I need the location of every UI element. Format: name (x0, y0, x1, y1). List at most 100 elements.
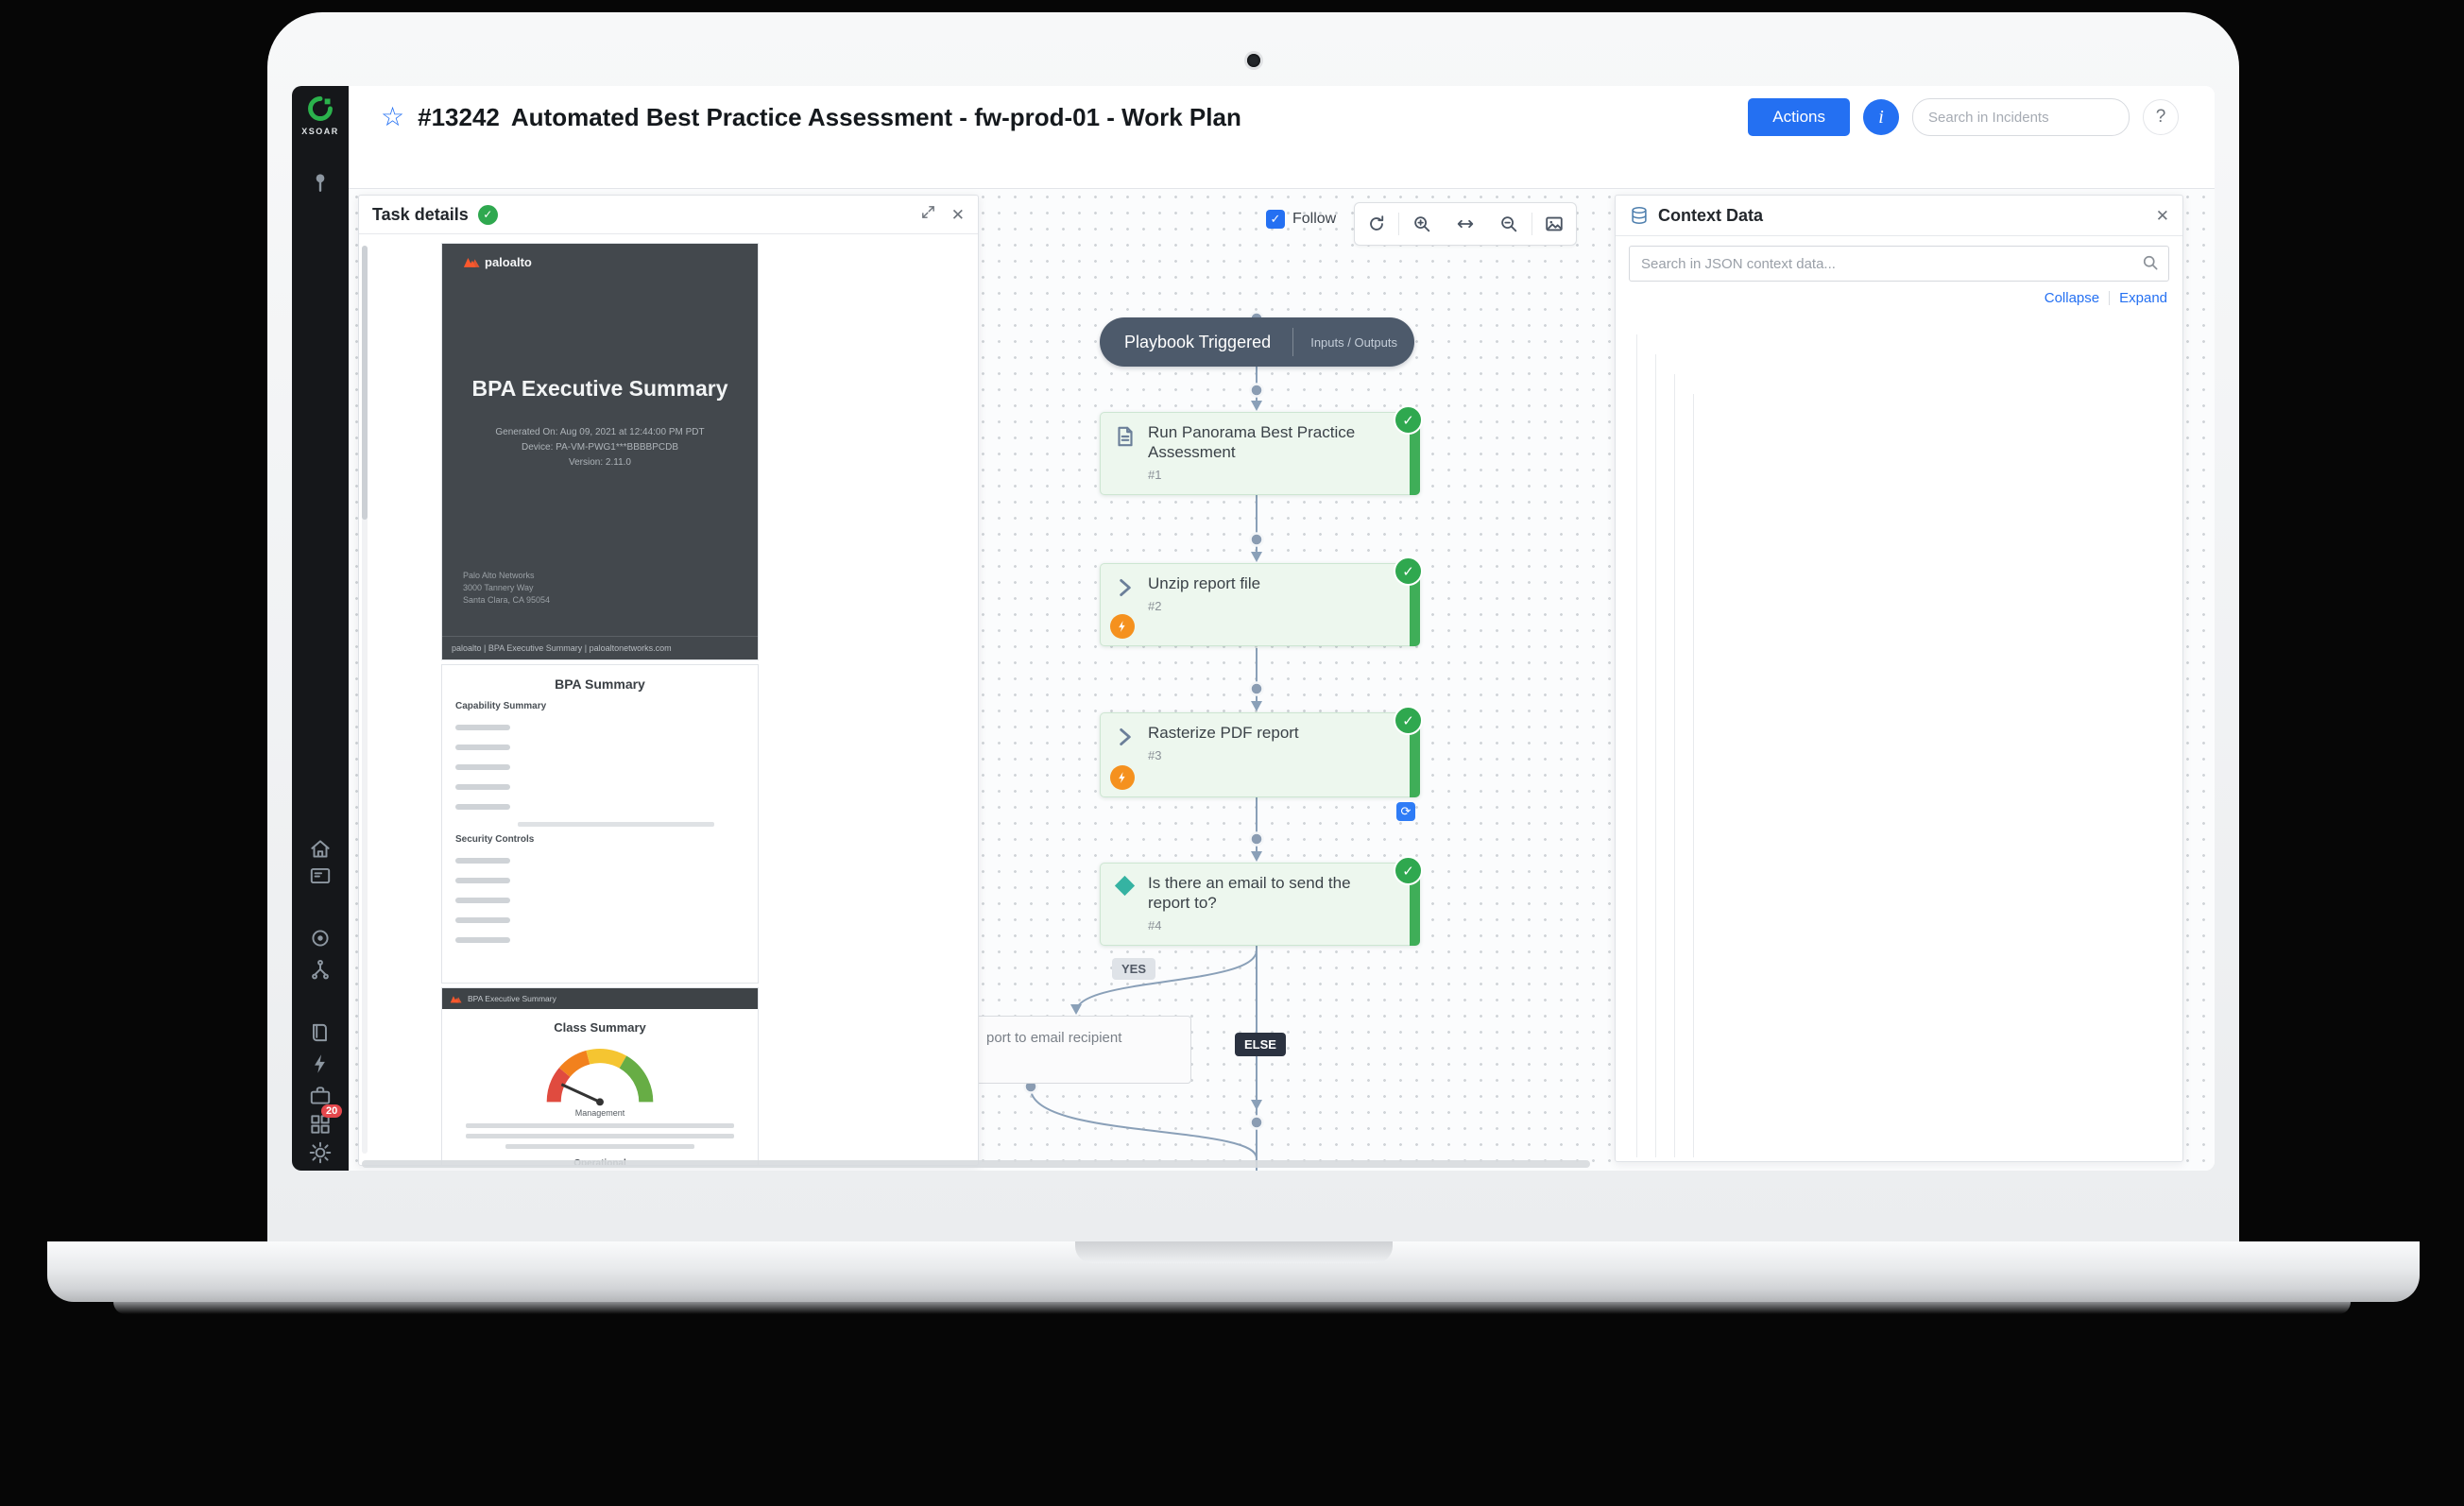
search-icon[interactable] (2141, 253, 2160, 272)
context-tree-row[interactable] (1621, 672, 2173, 692)
dashboard-icon[interactable] (308, 864, 333, 888)
bar-label-placeholder (455, 916, 510, 923)
marketplace-icon[interactable] (308, 1112, 333, 1137)
context-tree-row[interactable] (1621, 1069, 2173, 1088)
context-tree-row[interactable] (1621, 791, 2173, 811)
context-tree-row[interactable] (1621, 1128, 2173, 1148)
context-tree-row[interactable] (1621, 394, 2173, 414)
context-search-input[interactable] (1629, 246, 2169, 282)
trigger-inputs-outputs[interactable]: Inputs / Outputs (1292, 327, 1414, 357)
context-tree-row[interactable] (1621, 315, 2173, 334)
settings-gear-icon[interactable] (308, 1140, 333, 1165)
context-tree-row[interactable] (1621, 434, 2173, 454)
toolbar-divider (1531, 213, 1532, 235)
report-meta: Generated On: Aug 09, 2021 at 12:44:00 P… (495, 427, 705, 468)
task-status-strip (1410, 863, 1420, 946)
task-title: Rasterize PDF report (1148, 724, 1299, 742)
jobs-icon[interactable] (308, 1084, 333, 1108)
horizontal-scrollbar[interactable] (362, 1160, 1590, 1168)
playbook-trigger-node[interactable]: Playbook Triggered Inputs / Outputs (1100, 317, 1414, 367)
context-tree-row[interactable] (1621, 731, 2173, 751)
context-tree-row[interactable] (1621, 930, 2173, 950)
context-tree-row[interactable] (1621, 850, 2173, 870)
context-tree-row[interactable] (1621, 771, 2173, 791)
collapse-link[interactable]: Collapse (2044, 290, 2100, 306)
close-icon[interactable]: ✕ (2155, 206, 2169, 225)
context-tree-row[interactable] (1621, 1088, 2173, 1108)
context-tree-row[interactable] (1621, 830, 2173, 850)
context-tree-row[interactable] (1621, 513, 2173, 533)
close-icon[interactable]: ✕ (950, 205, 965, 224)
rerun-chip-icon[interactable]: ⟳ (1396, 802, 1415, 821)
context-tree-row[interactable] (1621, 969, 2173, 989)
context-tree-row[interactable] (1621, 1029, 2173, 1049)
follow-toggle[interactable]: ✓ Follow (1266, 210, 1336, 229)
task-details-title: Task details (372, 204, 469, 224)
context-tree-row[interactable] (1621, 652, 2173, 672)
zoom-out-icon[interactable] (1487, 203, 1531, 245)
playbooks-icon[interactable] (308, 958, 333, 983)
class-summary-title: Class Summary (554, 1020, 646, 1035)
pin-icon[interactable] (308, 169, 333, 194)
context-tree-row[interactable] (1621, 1009, 2173, 1029)
task-node-1[interactable]: ✓ Run Panorama Best Practice Assessment … (1100, 405, 1423, 495)
favorite-star-icon[interactable]: ☆ (381, 102, 405, 131)
context-tree-row[interactable] (1621, 751, 2173, 771)
gauge-chart (546, 1049, 654, 1106)
bar-row (455, 850, 744, 870)
indent-guide (1693, 394, 1694, 1157)
zoom-in-icon[interactable] (1399, 203, 1443, 245)
bar-row (455, 717, 744, 737)
fit-width-icon[interactable] (1444, 203, 1487, 245)
context-tree-row[interactable] (1621, 1108, 2173, 1128)
task-node-2[interactable]: ✓ Unzip report file #2 (1100, 556, 1423, 646)
context-tree-row[interactable] (1621, 870, 2173, 890)
incidents-icon[interactable] (308, 926, 333, 950)
indent-guide (1674, 374, 1675, 1157)
context-tree-row[interactable] (1621, 1049, 2173, 1069)
incident-search-input[interactable] (1912, 98, 2130, 136)
report-footer: paloalto | BPA Executive Summary | paloa… (442, 636, 758, 659)
docs-icon[interactable] (308, 1020, 333, 1045)
context-tree-row[interactable] (1621, 692, 2173, 711)
automation-icon[interactable] (308, 1052, 333, 1076)
automated-task-bolt-icon (1110, 765, 1135, 790)
context-tree-row[interactable] (1621, 711, 2173, 731)
help-button[interactable]: ? (2143, 99, 2179, 135)
context-tree-row[interactable] (1621, 473, 2173, 493)
context-tree-row[interactable] (1621, 632, 2173, 652)
context-tree-row[interactable] (1621, 454, 2173, 473)
laptop-base (47, 1241, 2420, 1302)
snapshot-image-icon[interactable] (1532, 203, 1576, 245)
vertical-scrollbar[interactable] (362, 246, 368, 1154)
expand-link[interactable]: Expand (2119, 290, 2167, 306)
context-tree-row[interactable] (1621, 334, 2173, 354)
expand-icon[interactable] (920, 204, 936, 225)
condition-node-4[interactable]: ✓ Is there an email to send the report t… (1100, 856, 1423, 946)
task-node-3[interactable]: ✓ Rasterize PDF report #3 ⟳ (1100, 706, 1423, 821)
context-tree-row[interactable] (1621, 989, 2173, 1009)
chevron-right-icon (1113, 725, 1138, 749)
context-tree-row[interactable] (1621, 592, 2173, 612)
context-tree-row[interactable] (1621, 910, 2173, 930)
follow-checkbox[interactable]: ✓ (1266, 210, 1285, 229)
task-node-partial[interactable]: port to email recipient (944, 1016, 1191, 1084)
context-tree-row[interactable] (1621, 1148, 2173, 1161)
context-tree-row[interactable] (1621, 493, 2173, 513)
actions-button[interactable]: Actions (1748, 98, 1850, 136)
context-tree-row[interactable] (1621, 950, 2173, 969)
home-icon[interactable] (308, 837, 333, 862)
refresh-icon[interactable] (1355, 203, 1398, 245)
context-tree-row[interactable] (1621, 890, 2173, 910)
context-tree-row[interactable] (1621, 414, 2173, 434)
xsoar-logo[interactable]: XSOAR (292, 95, 349, 136)
context-tree-row[interactable] (1621, 553, 2173, 573)
context-tree-row[interactable] (1621, 612, 2173, 632)
context-tree-row[interactable] (1621, 374, 2173, 394)
context-tree-row[interactable] (1621, 811, 2173, 830)
cli-info-button[interactable]: i (1863, 99, 1899, 135)
context-tree-row[interactable] (1621, 573, 2173, 592)
context-tree-row[interactable] (1621, 354, 2173, 374)
context-tree-row[interactable] (1621, 533, 2173, 553)
bar-label-placeholder (455, 857, 510, 864)
